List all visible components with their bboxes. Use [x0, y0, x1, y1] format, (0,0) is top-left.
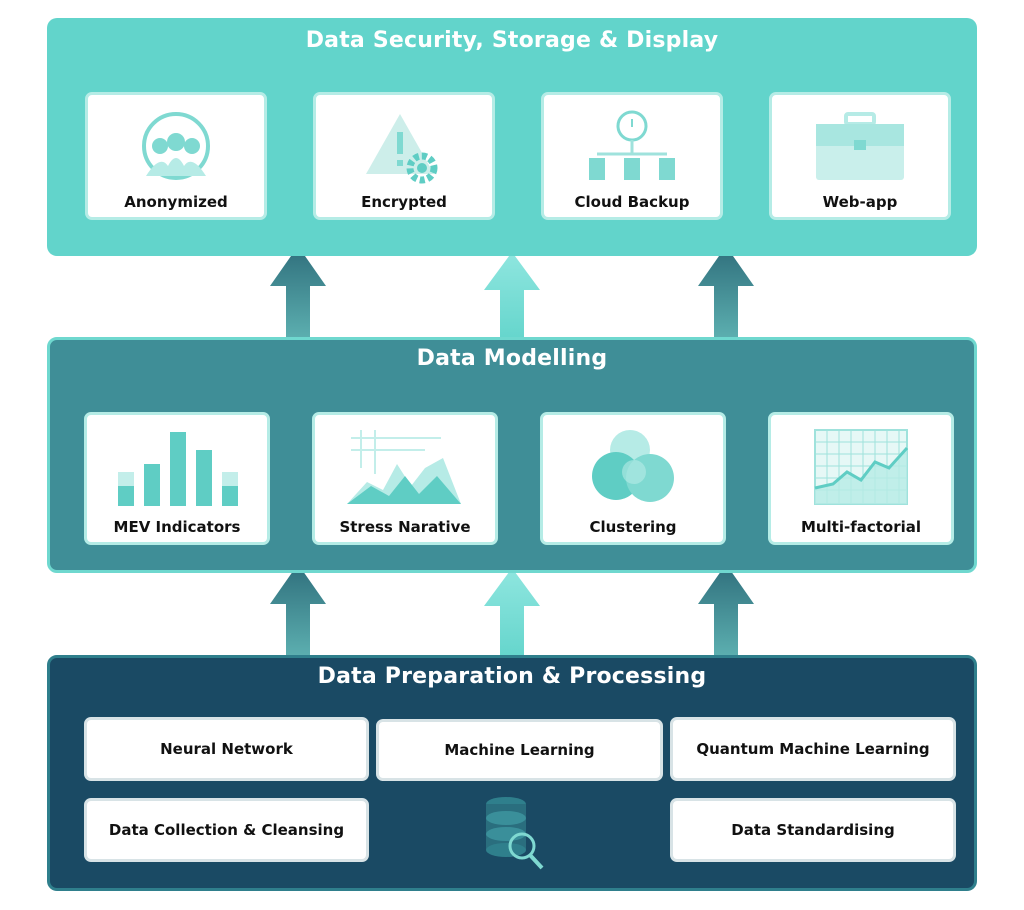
item-machine-learning: Machine Learning [376, 719, 663, 781]
card-label: Multi-factorial [800, 518, 922, 536]
item-quantum-machine-learning: Quantum Machine Learning [670, 717, 956, 781]
layer-data-security-storage-display: Data Security, Storage & Display Anonymi… [47, 18, 977, 256]
database-search-icon [480, 794, 550, 874]
briefcase-icon [772, 105, 948, 191]
mountain-chart-icon [315, 425, 495, 511]
card-cloud-backup: Cloud Backup [541, 92, 723, 220]
card-label: Cloud Backup [574, 193, 690, 211]
card-label: Web-app [822, 193, 898, 211]
bar-chart-icon [87, 425, 267, 511]
card-label: MEV Indicators [113, 518, 241, 536]
card-multi-factorial: Multi-factorial [768, 412, 954, 545]
clustering-icon [543, 425, 723, 511]
card-anonymized: Anonymized [85, 92, 267, 220]
arrow-up-6 [698, 564, 754, 662]
people-group-icon [88, 105, 264, 191]
item-data-collection-cleansing: Data Collection & Cleansing [84, 798, 369, 862]
card-label: Encrypted [361, 193, 447, 211]
layer-data-preparation-processing: Data Preparation & Processing Neural Net… [47, 655, 977, 891]
warning-gear-icon [316, 105, 492, 191]
card-stress-narative: Stress Narative [312, 412, 498, 545]
layer-title: Data Security, Storage & Display [305, 28, 719, 53]
card-mev-indicators: MEV Indicators [84, 412, 270, 545]
arrow-up-3 [698, 246, 754, 344]
cloud-backup-icon [544, 105, 720, 191]
card-encrypted: Encrypted [313, 92, 495, 220]
grid-line-chart-icon [771, 425, 951, 511]
arrow-up-1 [270, 246, 326, 344]
layer-title: Data Modelling [416, 346, 608, 371]
card-clustering: Clustering [540, 412, 726, 545]
item-data-standardising: Data Standardising [670, 798, 956, 862]
card-label: Clustering [589, 518, 677, 536]
arrow-up-2 [484, 252, 540, 346]
layer-data-modelling: Data Modelling MEV Indicators Stre [47, 337, 977, 573]
card-label: Anonymized [124, 193, 228, 211]
card-label: Stress Narative [339, 518, 471, 536]
arrow-up-4 [270, 564, 326, 662]
arrow-up-5 [484, 568, 540, 664]
layer-title: Data Preparation & Processing [317, 664, 707, 689]
card-web-app: Web-app [769, 92, 951, 220]
item-neural-network: Neural Network [84, 717, 369, 781]
